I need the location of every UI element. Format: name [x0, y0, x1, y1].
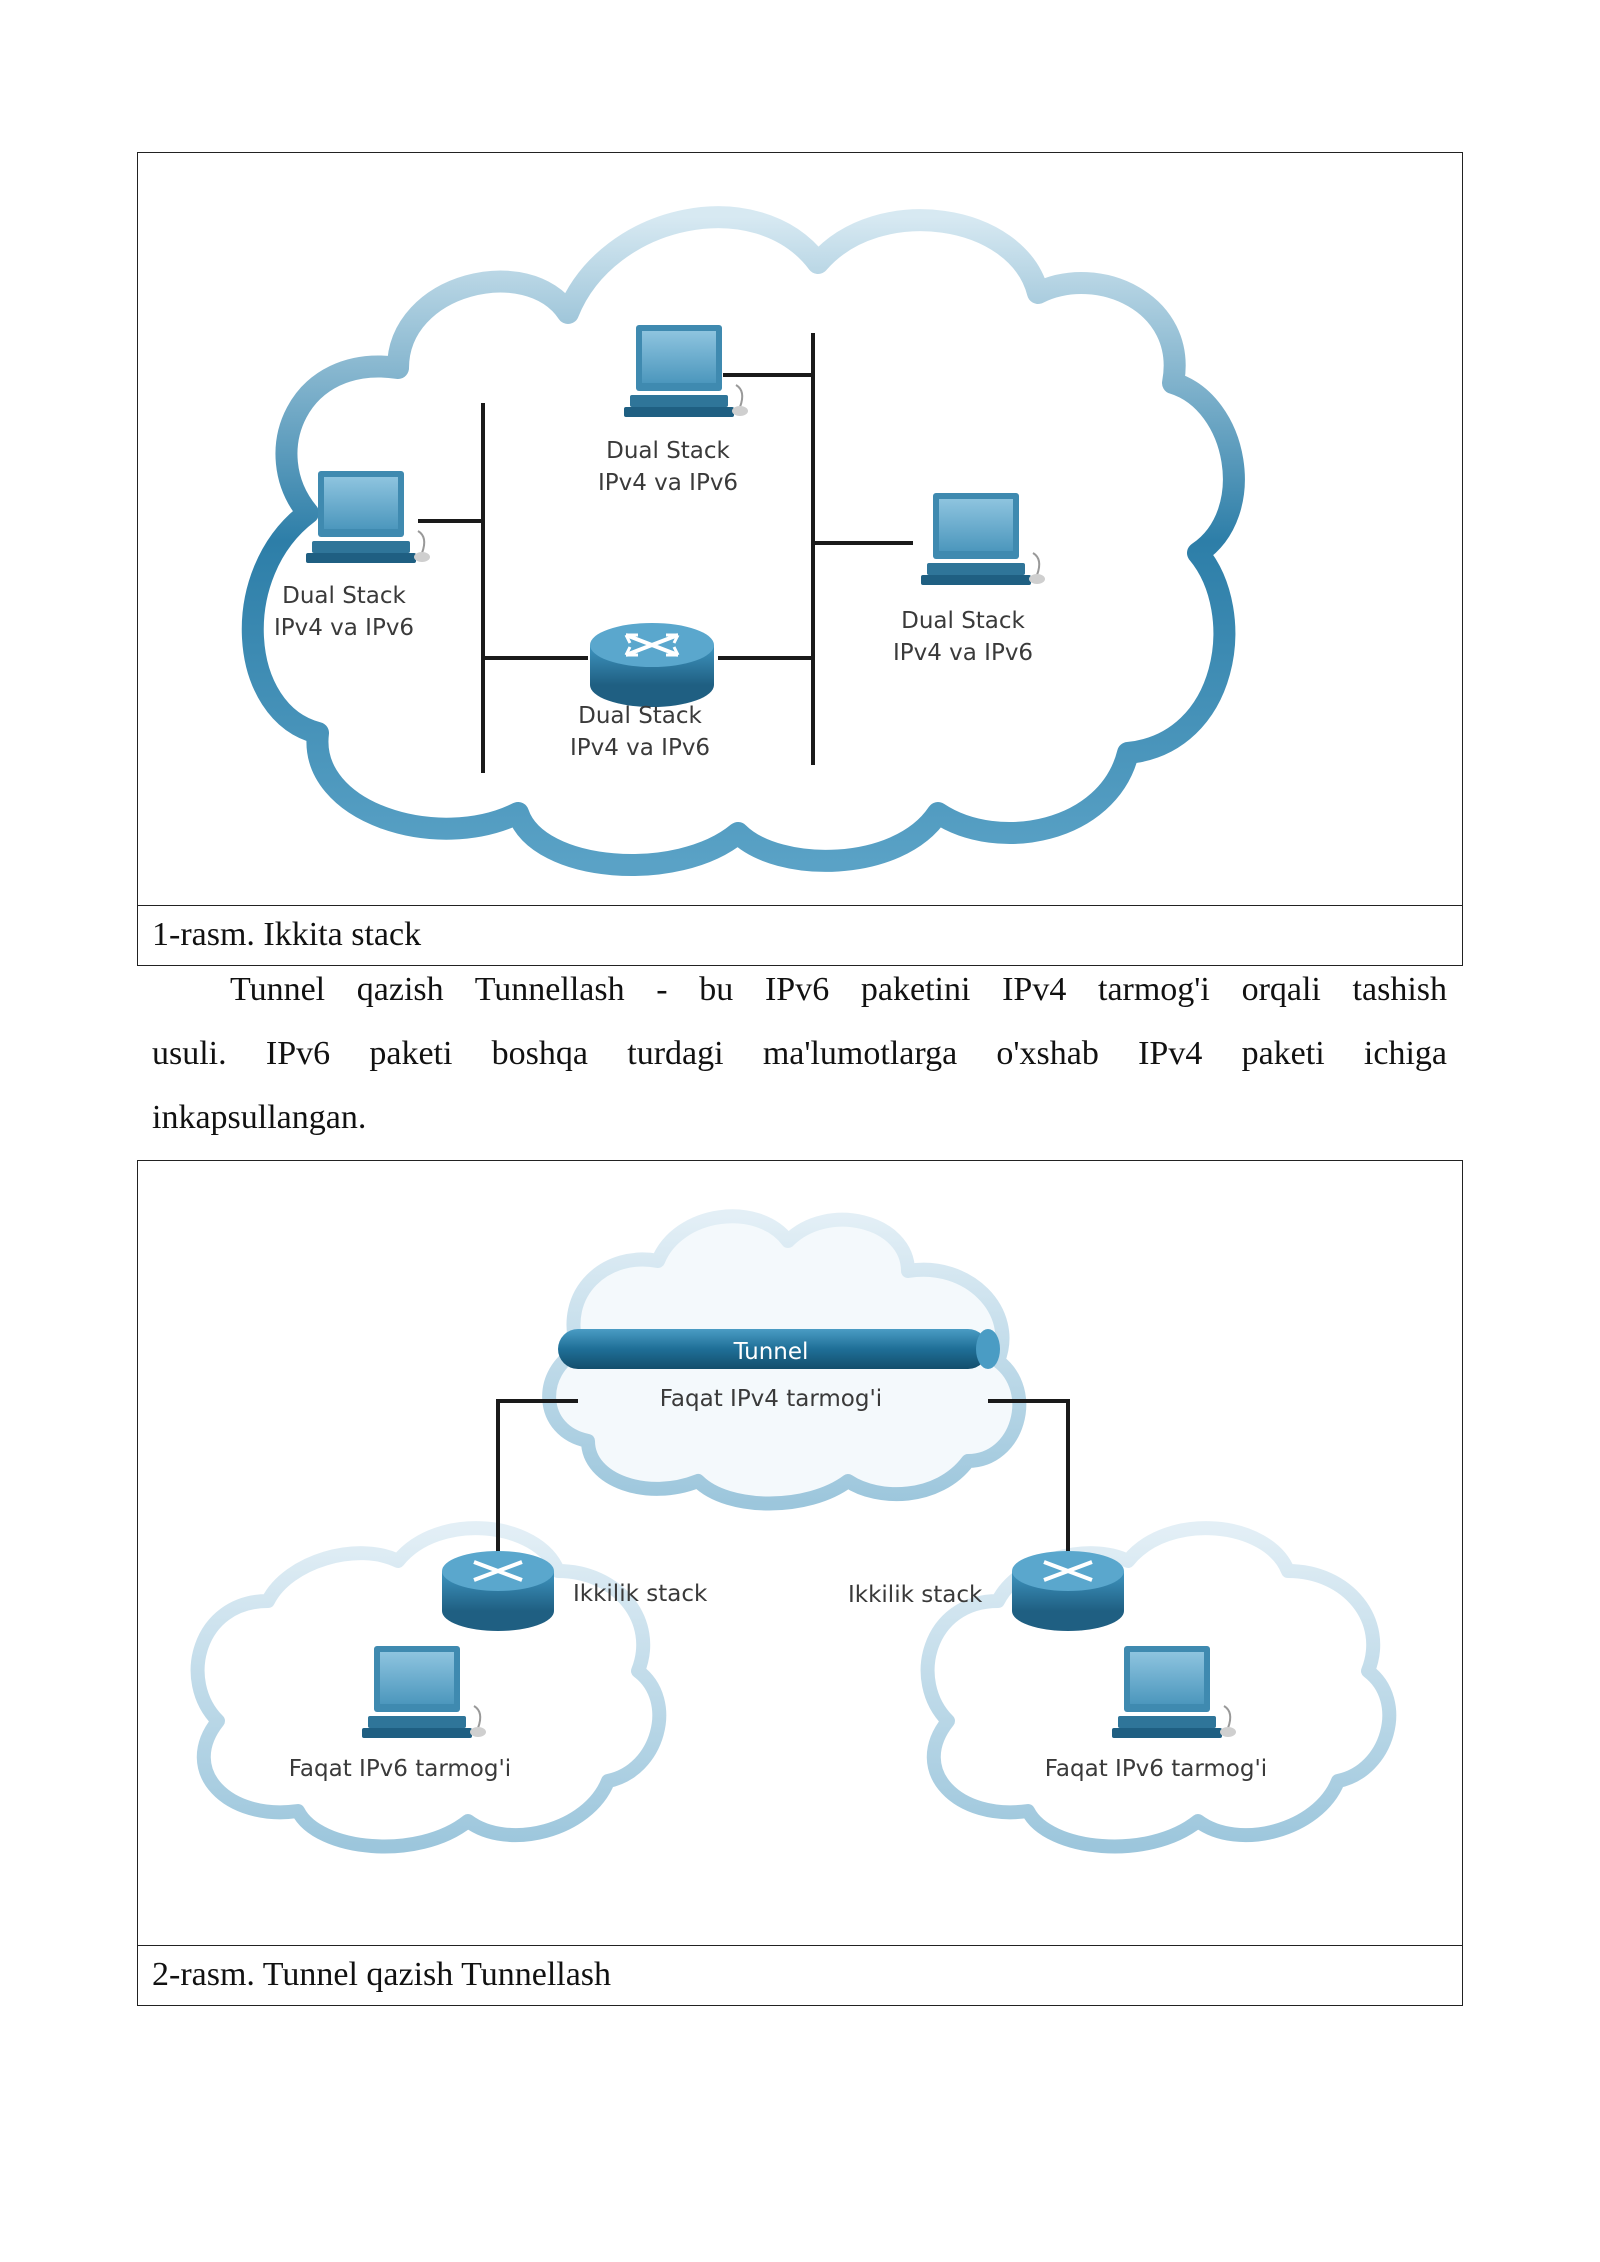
pc-top-label-1: Dual Stack [606, 438, 730, 464]
router-icon [588, 621, 716, 709]
pc-top-icon [623, 324, 749, 418]
paragraph-line-1: Tunnel qazish Tunnellash - bu IPv6 paket… [230, 971, 1447, 1008]
pc-left-label-2: IPv4 va IPv6 [274, 615, 414, 641]
ipv6-cloud-left-label: Faqat IPv6 tarmog'i [289, 1756, 511, 1782]
ipv6-cloud-right-label: Faqat IPv6 tarmog'i [1045, 1756, 1267, 1782]
router-right-icon [1010, 1549, 1126, 1633]
pc-left-icon [305, 470, 431, 564]
figure-1: Dual Stack IPv4 va IPv6 Dual Stack IPv4 … [137, 152, 1463, 966]
ipv4-cloud-label: Faqat IPv4 tarmog'i [660, 1386, 882, 1412]
paragraph-line-2: usuli. IPv6 paketi boshqa turdagi ma'lum… [152, 1035, 1447, 1072]
figure-2: Tunnel Faqat IPv4 tarmog'i Ikkilik stack… [137, 1160, 1463, 2006]
figure-1-diagram: Dual Stack IPv4 va IPv6 Dual Stack IPv4 … [138, 153, 1462, 905]
cloud-outline [241, 206, 1245, 876]
router-right-label: Ikkilik stack [848, 1582, 983, 1608]
paragraph-line-3: inkapsullangan. [152, 1099, 367, 1136]
router-left-icon [440, 1549, 556, 1633]
router-left-label: Ikkilik stack [573, 1581, 708, 1607]
router-label-1: Dual Stack [578, 703, 702, 729]
figure-2-diagram: Tunnel Faqat IPv4 tarmog'i Ikkilik stack… [138, 1161, 1462, 1945]
pc-right-label-1: Dual Stack [901, 608, 1025, 634]
pc-left-label-1: Dual Stack [282, 583, 406, 609]
pc-right-icon [920, 492, 1046, 586]
tunnel-label: Tunnel [733, 1339, 809, 1365]
tunnel-links [496, 1399, 1070, 1556]
pc-top-label-2: IPv4 va IPv6 [598, 470, 738, 496]
figure-1-caption: 1-rasm. Ikkita stack [138, 905, 1462, 965]
body-paragraph: Tunnel qazish Tunnellash - bu IPv6 paket… [152, 958, 1447, 1150]
network-links [418, 333, 913, 773]
figure-2-caption: 2-rasm. Tunnel qazish Tunnellash [138, 1945, 1462, 2005]
router-label-2: IPv4 va IPv6 [570, 735, 710, 761]
pc-right-label-2: IPv4 va IPv6 [893, 640, 1033, 666]
tunnel-pipe [558, 1329, 1000, 1369]
